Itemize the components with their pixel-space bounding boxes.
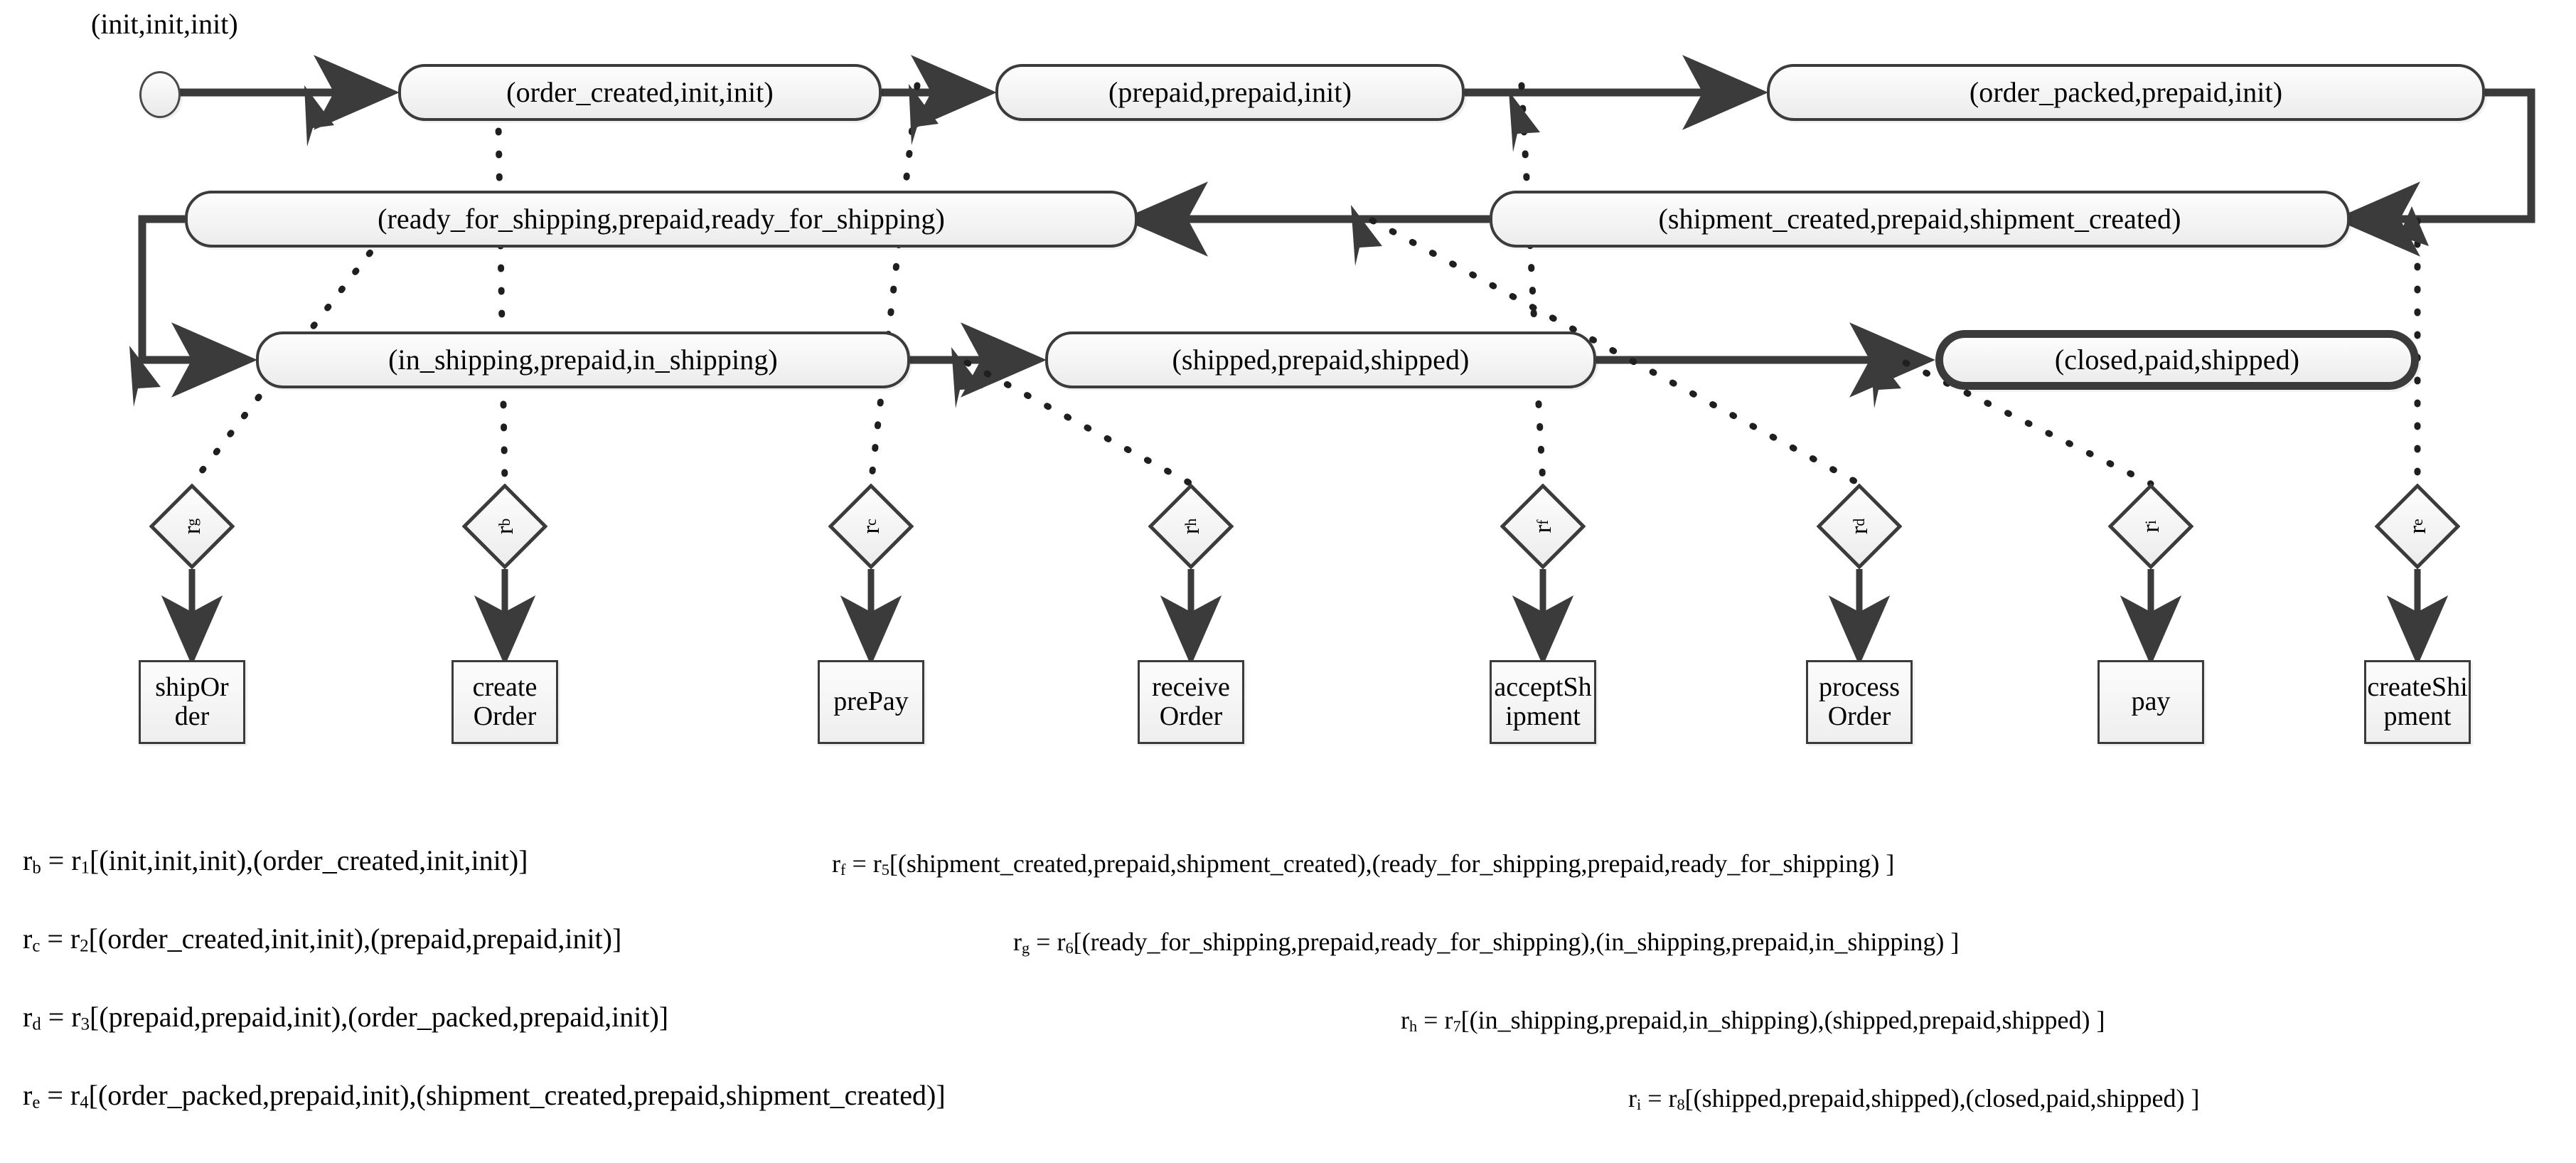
legend-formula-rh: rh = r7[(in_shipping,prepaid,in_shipping…	[1401, 1006, 2105, 1036]
state-node-prepaid[interactable]: (prepaid,prepaid,init)	[995, 64, 1465, 121]
rule-link-edges	[188, 82, 2421, 487]
diamond-icon	[2375, 484, 2460, 569]
diamond-icon	[462, 484, 547, 569]
rule-to-activity-edges	[161, 569, 2449, 666]
state-label: (shipment_created,prepaid,shipment_creat…	[1658, 203, 2181, 235]
activity-label: pay	[2131, 686, 2171, 717]
state-label: (closed,paid,shipped)	[2054, 344, 2300, 376]
start-state-caption: (init,init,init)	[91, 8, 238, 40]
diamond-icon	[1817, 484, 1902, 569]
state-label: (order_created,init,init)	[506, 76, 774, 108]
diamond-icon	[1500, 484, 1586, 569]
rule-link-arrowheads	[129, 84, 2429, 408]
state-label: (shipped,prepaid,shipped)	[1172, 344, 1470, 376]
legend-formula-rf: rf = r5[(shipment_created,prepaid,shipme…	[832, 849, 1895, 879]
activity-label: prePay	[833, 686, 909, 717]
state-label: (prepaid,prepaid,init)	[1108, 76, 1352, 108]
legend-formula-ri: ri = r8[(shipped,prepaid,shipped),(close…	[1628, 1084, 2200, 1114]
legend-formula-rd: rd = r3[(prepaid,prepaid,init),(order_pa…	[23, 1001, 669, 1034]
state-label: (order_packed,prepaid,init)	[1969, 76, 2283, 108]
legend-formula-rb: rb = r1[(init,init,init),(order_created,…	[23, 844, 528, 878]
state-node-order-created[interactable]: (order_created,init,init)	[398, 64, 882, 121]
legend-formula-rc: rc = r2[(order_created,init,init),(prepa…	[23, 923, 622, 956]
legend-formula-re: re = r4[(order_packed,prepaid,init),(shi…	[23, 1079, 946, 1112]
state-node-order-packed[interactable]: (order_packed,prepaid,init)	[1767, 64, 2485, 121]
activity-node-pre-pay[interactable]: prePay	[818, 660, 924, 744]
state-label: (ready_for_shipping,prepaid,ready_for_sh…	[378, 203, 945, 235]
state-node-ready-for-shipping[interactable]: (ready_for_shipping,prepaid,ready_for_sh…	[185, 191, 1138, 248]
state-node-in-shipping[interactable]: (in_shipping,prepaid,in_shipping)	[256, 331, 910, 388]
state-node-shipment-created[interactable]: (shipment_created,prepaid,shipment_creat…	[1490, 191, 2350, 248]
state-label: (in_shipping,prepaid,in_shipping)	[388, 344, 778, 376]
diamond-icon	[1148, 484, 1234, 569]
activity-node-pay[interactable]: pay	[2097, 660, 2204, 744]
state-node-closed-final[interactable]: (closed,paid,shipped)	[1935, 330, 2419, 390]
transition-edges	[138, 55, 2535, 398]
diamond-icon	[2108, 484, 2193, 569]
state-node-shipped[interactable]: (shipped,prepaid,shipped)	[1045, 331, 1596, 388]
start-node[interactable]	[139, 71, 181, 118]
legend-formula-rg: rg = r6[(ready_for_shipping,prepaid,read…	[1013, 928, 1960, 957]
diamond-icon	[149, 484, 235, 569]
diamond-icon	[828, 484, 914, 569]
